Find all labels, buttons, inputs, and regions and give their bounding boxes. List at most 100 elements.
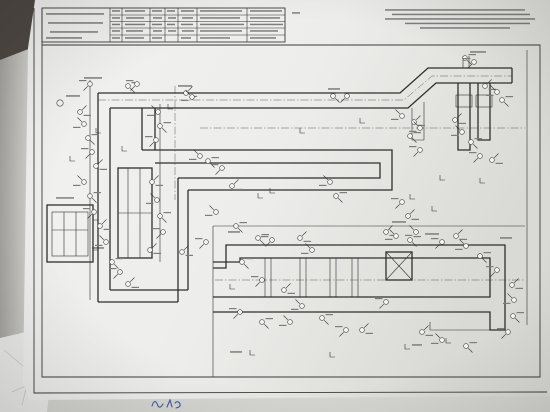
illegible-text (503, 302, 511, 304)
illegible-text (335, 326, 343, 328)
illegible-text (112, 10, 120, 12)
illegible-text (405, 234, 413, 236)
illegible-text (279, 324, 287, 326)
illegible-text (392, 221, 406, 223)
illegible-text (505, 96, 513, 98)
callout-circle (359, 327, 365, 333)
illegible-text (455, 248, 463, 250)
illegible-text (126, 17, 144, 19)
callout-circle (287, 319, 293, 325)
illegible-text (146, 202, 154, 204)
callout-circle (203, 239, 209, 245)
callout-circle (179, 249, 185, 255)
callout-circle (237, 309, 243, 315)
callout-circle (489, 157, 495, 163)
illegible-text (48, 22, 103, 24)
callout-circle (213, 209, 219, 215)
illegible-text (291, 308, 299, 310)
illegible-text (50, 31, 98, 33)
illegible-text (195, 238, 203, 240)
illegible-text (200, 30, 242, 32)
illegible-text (163, 212, 171, 214)
callout-circle (419, 329, 425, 335)
illegible-text (228, 231, 240, 233)
illegible-text (230, 351, 242, 353)
illegible-text (153, 30, 162, 32)
illegible-text (125, 10, 145, 12)
illegible-text (93, 192, 101, 194)
illegible-text (229, 308, 237, 310)
callout-circle (149, 179, 155, 185)
illegible-text (182, 17, 193, 19)
callout-circle (189, 94, 195, 100)
illegible-text (181, 99, 189, 101)
illegible-text (365, 332, 373, 334)
callout-circle (383, 229, 389, 235)
illegible-text (412, 344, 422, 346)
illegible-text (474, 138, 482, 140)
illegible-text (112, 23, 120, 26)
callout-circle (197, 153, 203, 159)
callout-circle (399, 113, 405, 119)
callout-circle (439, 337, 445, 343)
callout-circle (77, 109, 83, 115)
callout-circle (407, 237, 413, 243)
illegible-text (287, 292, 295, 294)
illegible-text (112, 17, 120, 19)
illegible-text (495, 162, 503, 164)
callout-circle (85, 135, 91, 141)
callout-circle (383, 299, 389, 305)
illegible-text (200, 23, 244, 26)
callout-circle (81, 179, 87, 185)
illegible-text (181, 37, 191, 39)
callout-circle (155, 109, 161, 115)
illegible-text (239, 222, 247, 224)
callout-circle (477, 153, 483, 159)
callout-circle (407, 133, 413, 139)
illegible-text (292, 12, 300, 14)
callout-circle (417, 147, 423, 153)
illegible-text (250, 17, 280, 19)
illegible-text (425, 233, 439, 235)
illegible-text (411, 218, 419, 220)
illegible-text (500, 237, 512, 239)
illegible-text (463, 58, 471, 60)
illegible-text (250, 37, 276, 39)
callout-circle (319, 315, 325, 321)
illegible-text (303, 240, 311, 242)
illegible-text (167, 23, 175, 26)
illegible-text (319, 184, 327, 186)
illegible-text (385, 9, 525, 11)
illegible-text (200, 17, 240, 19)
illegible-text (155, 184, 163, 186)
illegible-text (200, 37, 230, 39)
illegible-text (235, 188, 243, 190)
illegible-text (413, 132, 421, 134)
illegible-text (152, 228, 160, 230)
callout-circle (87, 81, 93, 87)
callout-circle (309, 247, 315, 253)
illegible-text (339, 192, 347, 194)
callout-circle (153, 137, 159, 143)
illegible-text (182, 30, 194, 32)
callout-circle (471, 59, 477, 65)
illegible-text (185, 254, 193, 256)
illegible-text (125, 23, 145, 26)
illegible-text (392, 13, 530, 16)
illegible-text (153, 17, 162, 19)
callout-circle (327, 179, 333, 185)
callout-circle (494, 267, 500, 273)
callout-circle (413, 229, 419, 235)
callout-circle (147, 247, 153, 253)
callout-circle (463, 243, 469, 249)
callout-circle (459, 129, 465, 135)
illegible-text (46, 37, 82, 39)
callout-circle (89, 149, 95, 155)
illegible-text (486, 266, 494, 268)
illegible-text (250, 30, 278, 32)
illegible-text (126, 30, 143, 32)
callout-circle (157, 123, 163, 129)
callout-circle (297, 235, 303, 241)
illegible-text (385, 238, 393, 240)
illegible-text (112, 37, 120, 39)
